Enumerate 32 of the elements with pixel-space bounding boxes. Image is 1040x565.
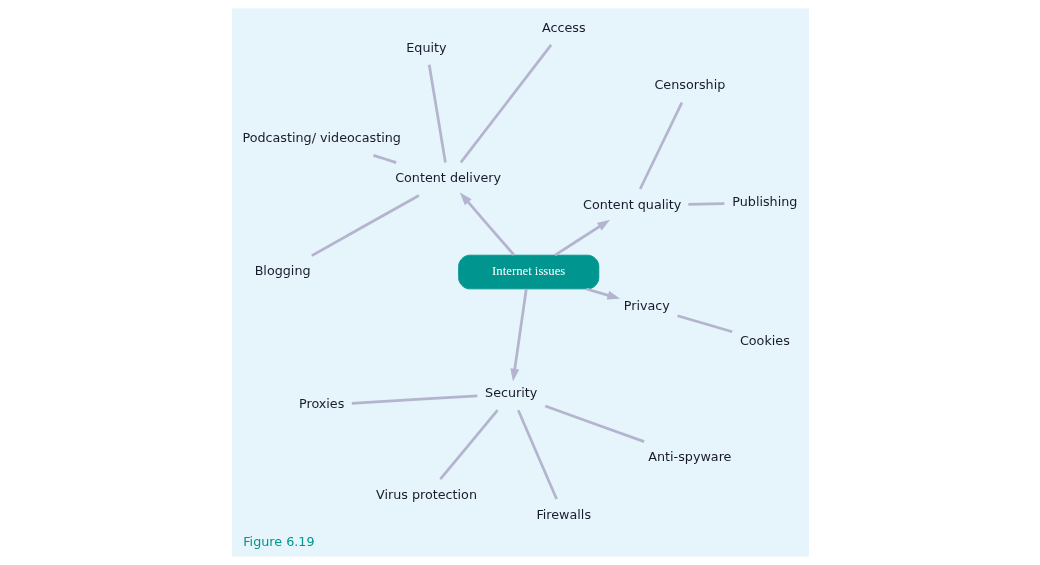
node-text: Firewalls: [535, 507, 591, 522]
connector: [459, 44, 552, 164]
connector: [427, 64, 447, 163]
connector: [372, 154, 397, 164]
connector: [351, 394, 477, 405]
node-text: Blogging: [254, 263, 311, 279]
node-text: Cookies: [739, 332, 790, 348]
node-text: Publishing: [731, 194, 797, 210]
node-box: Internet issues: [457, 254, 599, 290]
node-text: Security: [484, 385, 537, 401]
node-text: Anti-spyware: [647, 449, 731, 465]
node-text: Censorship: [653, 77, 725, 93]
connector: [544, 404, 645, 443]
connector: [310, 194, 420, 257]
arrow: [585, 287, 620, 300]
node-text: Content quality: [582, 196, 681, 212]
arrow: [509, 288, 528, 382]
node-text: Proxies: [298, 396, 344, 412]
node-text: Content delivery: [394, 170, 501, 186]
connector: [687, 202, 724, 206]
connector: [676, 314, 733, 334]
node-text: Privacy: [623, 298, 670, 314]
connector: [638, 102, 683, 190]
arrow: [553, 219, 610, 257]
arrow: [459, 192, 515, 256]
node-text: Equity: [405, 39, 447, 55]
connector: [516, 409, 558, 500]
node-text: Virus protection: [375, 487, 477, 503]
node-text: Access: [541, 19, 586, 35]
connector: [438, 409, 499, 481]
node-text: Podcasting/ videocasting: [241, 130, 401, 146]
caption: Figure 6.19: [242, 533, 315, 549]
